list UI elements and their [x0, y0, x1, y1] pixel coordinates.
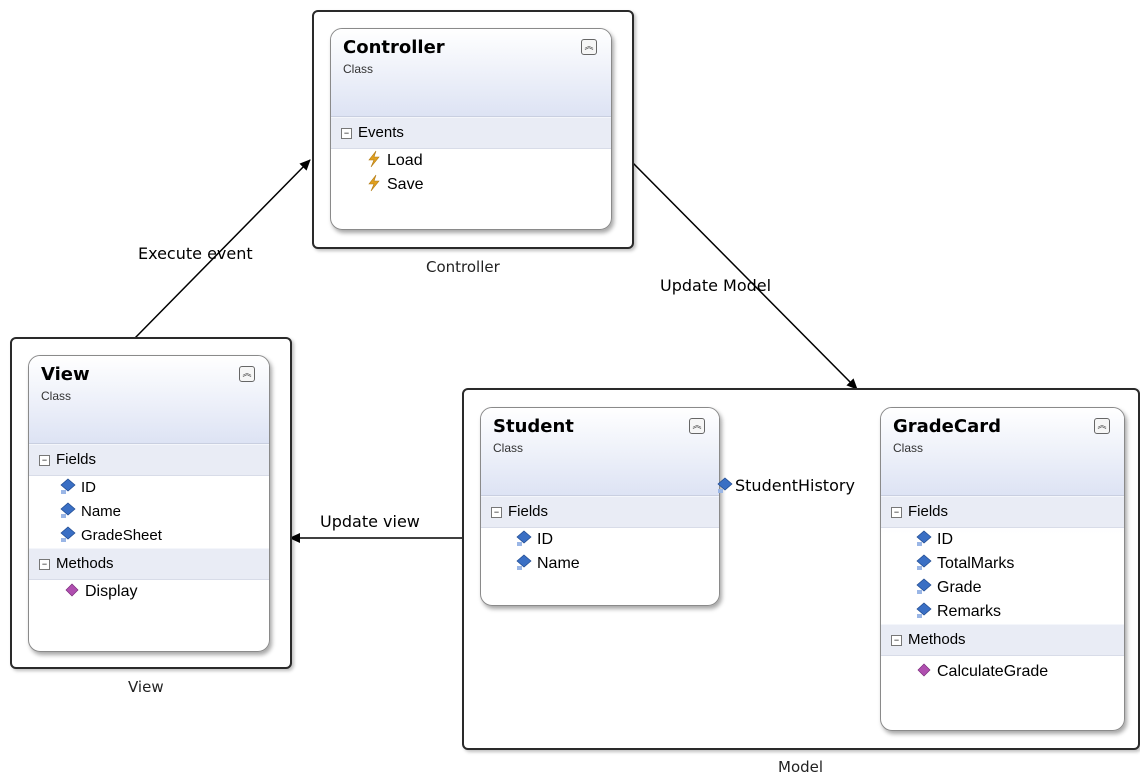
- methods-section-header[interactable]: −Methods: [881, 624, 1124, 656]
- controller-frame-label: Controller: [426, 258, 500, 276]
- execute-event-label: Execute event: [138, 244, 253, 263]
- minus-icon[interactable]: −: [891, 635, 902, 646]
- field-icon: [59, 525, 77, 543]
- class-stereotype: Class: [343, 62, 374, 76]
- lightning-icon: [365, 150, 383, 168]
- field-gradesheet[interactable]: GradeSheet: [29, 524, 269, 548]
- field-id[interactable]: ID: [481, 528, 719, 552]
- association-label: StudentHistory: [716, 476, 855, 495]
- class-header: Controller Class ︽: [331, 29, 611, 117]
- fields-section-header[interactable]: −Fields: [29, 444, 269, 476]
- field-icon: [915, 529, 933, 547]
- model-frame-label: Model: [778, 758, 824, 776]
- class-stereotype: Class: [893, 441, 924, 455]
- update-model-label: Update Model: [660, 276, 772, 295]
- update-model-arrow: [627, 157, 858, 390]
- field-icon: [716, 476, 734, 494]
- field-grade[interactable]: Grade: [881, 576, 1124, 600]
- field-name[interactable]: Name: [481, 552, 719, 576]
- view-frame-label: View: [128, 678, 164, 696]
- execute-event-arrow: [134, 159, 311, 339]
- minus-icon[interactable]: −: [39, 455, 50, 466]
- field-icon: [915, 601, 933, 619]
- field-id[interactable]: ID: [29, 476, 269, 500]
- lightning-icon: [365, 174, 383, 192]
- field-icon: [515, 553, 533, 571]
- minus-icon[interactable]: −: [341, 128, 352, 139]
- fields-section-header[interactable]: −Fields: [881, 496, 1124, 528]
- field-name[interactable]: Name: [29, 500, 269, 524]
- minus-icon[interactable]: −: [39, 559, 50, 570]
- method-icon: [63, 581, 81, 599]
- field-icon: [915, 577, 933, 595]
- collapse-chevron-icon[interactable]: ︽: [1094, 418, 1110, 434]
- field-totalmarks[interactable]: TotalMarks: [881, 552, 1124, 576]
- collapse-chevron-icon[interactable]: ︽: [239, 366, 255, 382]
- class-name: GradeCard: [893, 416, 1002, 437]
- field-icon: [59, 501, 77, 519]
- minus-icon[interactable]: −: [891, 507, 902, 518]
- collapse-chevron-icon[interactable]: ︽: [689, 418, 705, 434]
- class-name: Controller: [343, 37, 445, 58]
- field-icon: [515, 529, 533, 547]
- method-display[interactable]: Display: [29, 580, 269, 604]
- view-class[interactable]: View Class ︽ −Fields ID Name GradeSheet …: [28, 355, 270, 652]
- class-stereotype: Class: [493, 441, 524, 455]
- class-header: Student Class ︽: [481, 408, 719, 496]
- fields-section-header[interactable]: −Fields: [481, 496, 719, 528]
- student-class[interactable]: Student Class ︽ −Fields ID Name: [480, 407, 720, 606]
- minus-icon[interactable]: −: [491, 507, 502, 518]
- class-header: View Class ︽: [29, 356, 269, 444]
- class-name: Student: [493, 416, 574, 437]
- field-icon: [59, 477, 77, 495]
- field-remarks[interactable]: Remarks: [881, 600, 1124, 624]
- controller-class[interactable]: Controller Class ︽ −Events Load Save: [330, 28, 612, 230]
- field-icon: [915, 553, 933, 571]
- method-icon: [915, 661, 933, 679]
- events-section-header[interactable]: −Events: [331, 117, 611, 149]
- field-id[interactable]: ID: [881, 528, 1124, 552]
- gradecard-class[interactable]: GradeCard Class ︽ −Fields ID TotalMarks …: [880, 407, 1125, 731]
- method-calculategrade[interactable]: CalculateGrade: [881, 656, 1124, 684]
- event-save[interactable]: Save: [331, 173, 611, 197]
- methods-section-header[interactable]: −Methods: [29, 548, 269, 580]
- class-name: View: [41, 364, 90, 385]
- update-view-label: Update view: [320, 512, 420, 531]
- event-load[interactable]: Load: [331, 149, 611, 173]
- collapse-chevron-icon[interactable]: ︽: [581, 39, 597, 55]
- class-stereotype: Class: [41, 389, 72, 403]
- class-header: GradeCard Class ︽: [881, 408, 1124, 496]
